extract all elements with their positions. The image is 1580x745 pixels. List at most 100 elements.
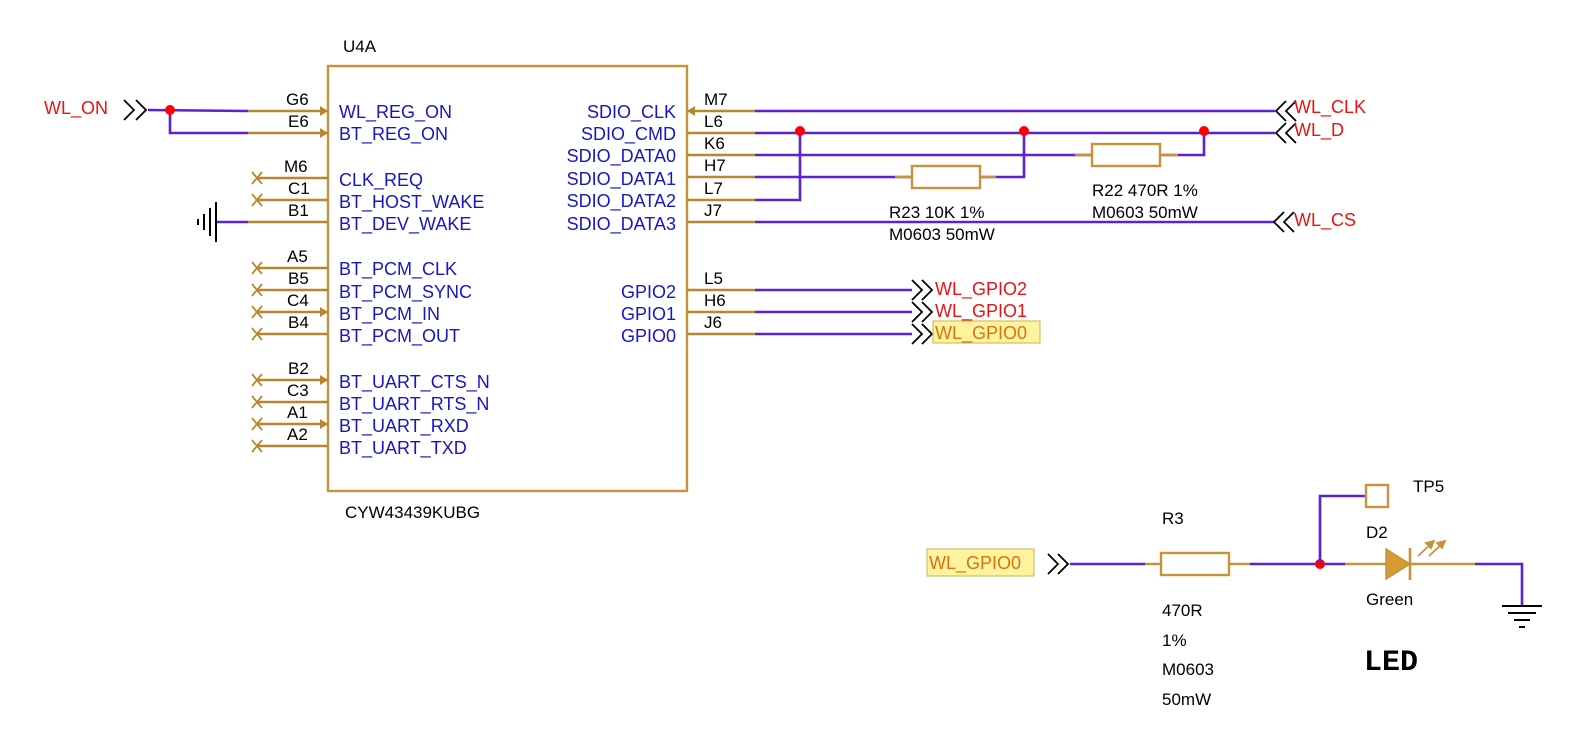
nc-mark-m6 (251, 171, 263, 185)
no-connect-marks (251, 171, 263, 453)
pin-number: E6 (288, 112, 309, 131)
net-label-wl-on[interactable]: WL_ON (44, 98, 108, 119)
resistor-r3[interactable] (1159, 551, 1231, 577)
ic-right-pin-numbers: M7 L6 K6 H7 L7 J7 L5 H6 J6 (704, 90, 728, 332)
net-highlight (932, 320, 1041, 344)
ground-left-icon (197, 202, 217, 242)
port-chevron-icon (911, 323, 934, 345)
pin-name: BT_PCM_OUT (339, 326, 460, 347)
pin-number: J7 (704, 201, 722, 220)
net-label-wl-gpio0[interactable]: WL_GPIO0 (935, 323, 1027, 344)
arrow-c4 (320, 307, 328, 317)
ic-left-pin-numbers: G6 E6 M6 C1 B1 A5 B5 C4 B4 B2 C3 A1 A2 (284, 90, 310, 444)
pin-number: A1 (287, 403, 308, 422)
pin-name: CLK_REQ (339, 170, 423, 191)
ic-body[interactable] (326, 64, 689, 493)
net-label-wl-d[interactable]: WL_D (1294, 120, 1344, 141)
port-chevron-icon (1274, 122, 1297, 144)
pin-name: SDIO_DATA1 (567, 169, 676, 190)
pin-name: BT_REG_ON (339, 124, 448, 145)
pin-name: BT_DEV_WAKE (339, 214, 471, 235)
net-label-wl-clk[interactable]: WL_CLK (1294, 97, 1366, 118)
pin-number: M7 (704, 90, 728, 109)
pin-name: BT_UART_RTS_N (339, 394, 489, 415)
r3-power: 50mW (1162, 690, 1211, 709)
resistor-r23[interactable] (910, 164, 982, 190)
pin-name: BT_UART_RXD (339, 416, 469, 437)
junction-dot (1019, 126, 1029, 136)
wire-wl-on-e6[interactable] (168, 110, 248, 135)
diode-d2[interactable] (1385, 547, 1412, 581)
port-chevron-icon (1272, 211, 1295, 233)
wire-wl-on-g6[interactable] (147, 108, 249, 113)
net-label-wl-gpio2[interactable]: WL_GPIO2 (935, 279, 1027, 300)
pin-number: L5 (704, 269, 723, 288)
pin-number: L7 (704, 179, 723, 198)
r22-package: M0603 50mW (1092, 203, 1198, 222)
pin-name: SDIO_CMD (581, 124, 676, 145)
pin-number: C3 (287, 381, 309, 400)
net-label-wl-cs[interactable]: WL_CS (1294, 210, 1356, 231)
pin-name: SDIO_DATA2 (567, 191, 676, 212)
pin-number: B2 (288, 359, 309, 378)
net-label-wl-gpio1[interactable]: WL_GPIO1 (935, 301, 1027, 322)
arrow-b2 (320, 375, 328, 385)
port-chevron-icon (911, 301, 934, 323)
arrow-a1 (320, 419, 328, 429)
arrow-e6 (320, 128, 328, 138)
nc-mark-a5 (251, 261, 263, 275)
pin-number: K6 (704, 134, 725, 153)
port-chevron-icon (123, 99, 148, 121)
pin-number: B4 (288, 313, 309, 332)
pin-number: C4 (287, 291, 309, 310)
wire-sdio-data2[interactable] (755, 133, 802, 202)
wire-led-to-gnd[interactable] (1475, 562, 1524, 606)
resistor-r22[interactable] (1090, 142, 1162, 168)
wire-testpoint[interactable] (1318, 494, 1366, 564)
testpoint-tp5[interactable] (1364, 483, 1390, 509)
ic-left-pin-names: WL_REG_ON BT_REG_ON CLK_REQ BT_HOST_WAKE… (339, 102, 490, 459)
led-light-arrows-icon (1417, 539, 1447, 557)
pin-number: A5 (287, 247, 308, 266)
pin-number: M6 (284, 157, 308, 176)
port-chevron-icon (1274, 100, 1297, 122)
r23-label: R23 10K 1% (889, 203, 984, 222)
r3-package: M0603 (1162, 660, 1214, 679)
pin-name: GPIO2 (621, 282, 676, 302)
pin-name: GPIO0 (621, 326, 676, 346)
ic-right-pin-names: SDIO_CLK SDIO_CMD SDIO_DATA0 SDIO_DATA1 … (567, 102, 676, 346)
pin-name: WL_REG_ON (339, 102, 452, 123)
pin-name: BT_PCM_SYNC (339, 282, 472, 303)
nc-mark-b2 (251, 373, 263, 387)
r23-package: M0603 50mW (889, 225, 995, 244)
junction-dot (795, 126, 805, 136)
r3-designator: R3 (1162, 509, 1184, 528)
r3-value: 470R (1162, 601, 1203, 620)
ic-left-pin-lines (248, 109, 328, 448)
pin-name: SDIO_DATA3 (567, 214, 676, 235)
net-label-wl-gpio0-led[interactable]: WL_GPIO0 (929, 553, 1021, 574)
r3-tolerance: 1% (1162, 631, 1187, 650)
nc-mark-c4 (251, 305, 263, 319)
d2-color-label: Green (1366, 590, 1413, 609)
nc-mark-a1 (251, 417, 263, 431)
r22-label: R22 470R 1% (1092, 181, 1198, 200)
pin-number: J6 (704, 313, 722, 332)
d2-designator: D2 (1366, 523, 1388, 542)
pin-number: C1 (288, 179, 310, 198)
tp5-designator: TP5 (1413, 477, 1444, 496)
nc-mark-a2 (251, 439, 263, 453)
wire-r22-to-wl-d[interactable] (1160, 133, 1206, 157)
nc-mark-c3 (251, 395, 263, 409)
pin-number: G6 (286, 90, 309, 109)
junction-dot (1199, 126, 1209, 136)
pin-number: A2 (287, 425, 308, 444)
pin-number: H6 (704, 291, 726, 310)
ic-part-number: CYW43439KUBG (345, 503, 480, 522)
pin-name: BT_UART_TXD (339, 438, 467, 459)
ic-designator: U4A (343, 37, 377, 56)
led-section-title: LED (1364, 646, 1418, 680)
pin-name: BT_PCM_CLK (339, 259, 457, 280)
pin-input-arrows (320, 106, 695, 429)
